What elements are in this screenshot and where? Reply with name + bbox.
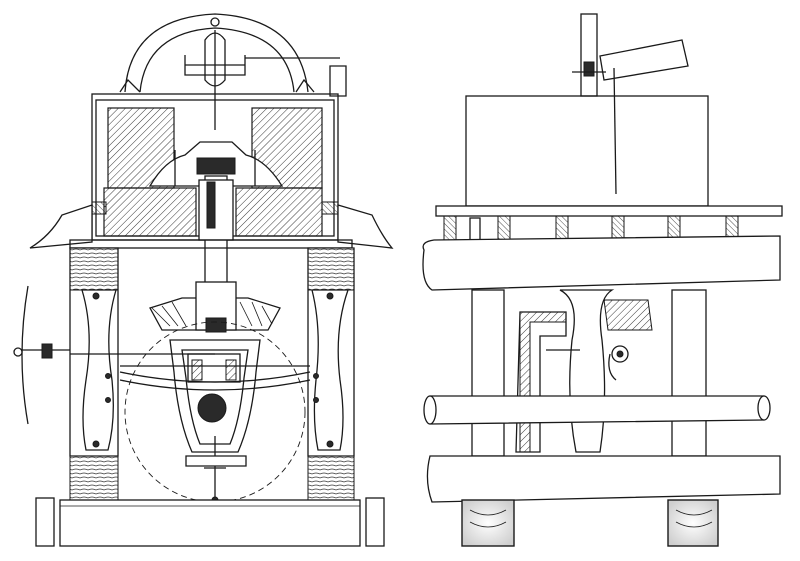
bottom-sill bbox=[35, 497, 385, 547]
feed-shoe bbox=[572, 13, 689, 195]
damsel-fork bbox=[184, 30, 347, 130]
side-elevation-view bbox=[422, 13, 783, 547]
bail-arch bbox=[119, 13, 315, 93]
bevel-gear bbox=[149, 281, 281, 333]
frame-posts bbox=[69, 239, 355, 501]
stone-case bbox=[91, 93, 339, 241]
spindle bbox=[198, 175, 234, 287]
upper-beam bbox=[422, 235, 781, 291]
front-section-view bbox=[13, 13, 394, 547]
floor-platform bbox=[29, 201, 394, 249]
side-case bbox=[465, 95, 709, 207]
bridge-yoke bbox=[119, 339, 311, 504]
cross-shaft bbox=[423, 395, 771, 425]
side-posts bbox=[471, 289, 707, 457]
lower-beam bbox=[426, 455, 781, 547]
hand-wheel bbox=[13, 285, 215, 425]
